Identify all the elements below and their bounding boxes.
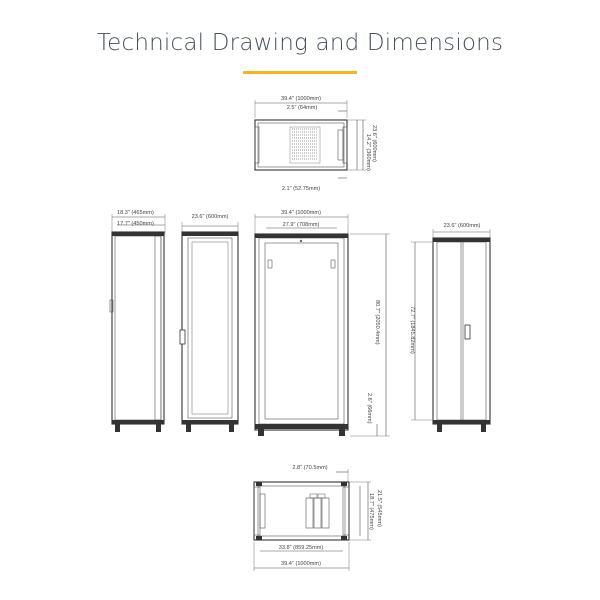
right-foot-left bbox=[437, 424, 442, 432]
title-accent-bar bbox=[243, 71, 357, 74]
right-width-label: 23.6" (600mm) bbox=[444, 223, 481, 229]
top-vent-grid bbox=[289, 126, 321, 164]
bottom-inner-label: 33.8" (859.25mm) bbox=[279, 545, 324, 551]
side-label-outer: 18.3" (465mm) bbox=[117, 210, 154, 216]
rear-inner-label: 27.9" (708mm) bbox=[283, 222, 320, 228]
rear-view: 39.4" (1000mm) 27.9" (708mm) 80.7" (2050… bbox=[254, 210, 390, 437]
bottom-width-label: 39.4" (1000mm) bbox=[281, 561, 321, 567]
side-foot-left bbox=[115, 424, 120, 432]
right-height-label: 72.7" (1845.82mm) bbox=[409, 306, 415, 354]
right-foot-right bbox=[481, 424, 486, 432]
bottom-offset-label: 2.8" (70.5mm) bbox=[292, 465, 327, 471]
rear-foot-label: 2.6" (66mm) bbox=[366, 393, 372, 424]
side-label-inner: 17.7" (450mm) bbox=[117, 221, 154, 227]
bottom-side-label-2: 21.5" (545mm) bbox=[376, 490, 382, 527]
bottom-view: 2.8" (70.5mm) 18.7" (475mm) 21.5" (545mm… bbox=[253, 465, 382, 571]
rear-view-outline bbox=[254, 233, 349, 431]
side-view: 18.3" (465mm) 17.7" (450mm) bbox=[109, 210, 166, 432]
right-door-handle bbox=[464, 324, 471, 340]
bottom-view-outline bbox=[253, 481, 350, 541]
front-foot-right bbox=[229, 424, 234, 432]
top-offset-label: 2.5" (64mm) bbox=[287, 105, 318, 111]
front-foot-left bbox=[186, 424, 191, 432]
right-view: 23.6" (600mm) 72.7" (1845.82mm) bbox=[409, 223, 491, 432]
side-view-outline bbox=[111, 231, 165, 425]
rear-height-label: 80.7" (2050.4mm) bbox=[374, 300, 380, 345]
top-side-label-1: 14.2" (360mm) bbox=[365, 134, 371, 171]
page-title: Technical Drawing and Dimensions bbox=[96, 30, 504, 56]
right-view-outline bbox=[432, 237, 491, 425]
side-foot-right bbox=[156, 424, 161, 432]
front-view: 23.6" (600mm) bbox=[179, 214, 239, 432]
bottom-side-label-1: 18.7" (475mm) bbox=[368, 493, 374, 530]
front-door-handle bbox=[179, 329, 186, 345]
rear-foot-right bbox=[339, 429, 345, 436]
top-bottom-label: 2.1" (52.75mm) bbox=[282, 186, 320, 192]
rear-foot-left bbox=[258, 429, 264, 436]
bottom-cable-panels bbox=[305, 493, 330, 529]
rear-width-label: 39.4" (1000mm) bbox=[281, 210, 321, 216]
front-view-outline bbox=[181, 231, 239, 425]
front-width-label: 23.6" (600mm) bbox=[192, 214, 229, 220]
top-width-label: 39.4" (1000mm) bbox=[281, 96, 321, 102]
top-side-label-2: 23.6" (600mm) bbox=[371, 125, 377, 162]
top-view: 39.4" (1000mm) 2.5" (64mm) 14.2" (360mm)… bbox=[254, 96, 377, 192]
